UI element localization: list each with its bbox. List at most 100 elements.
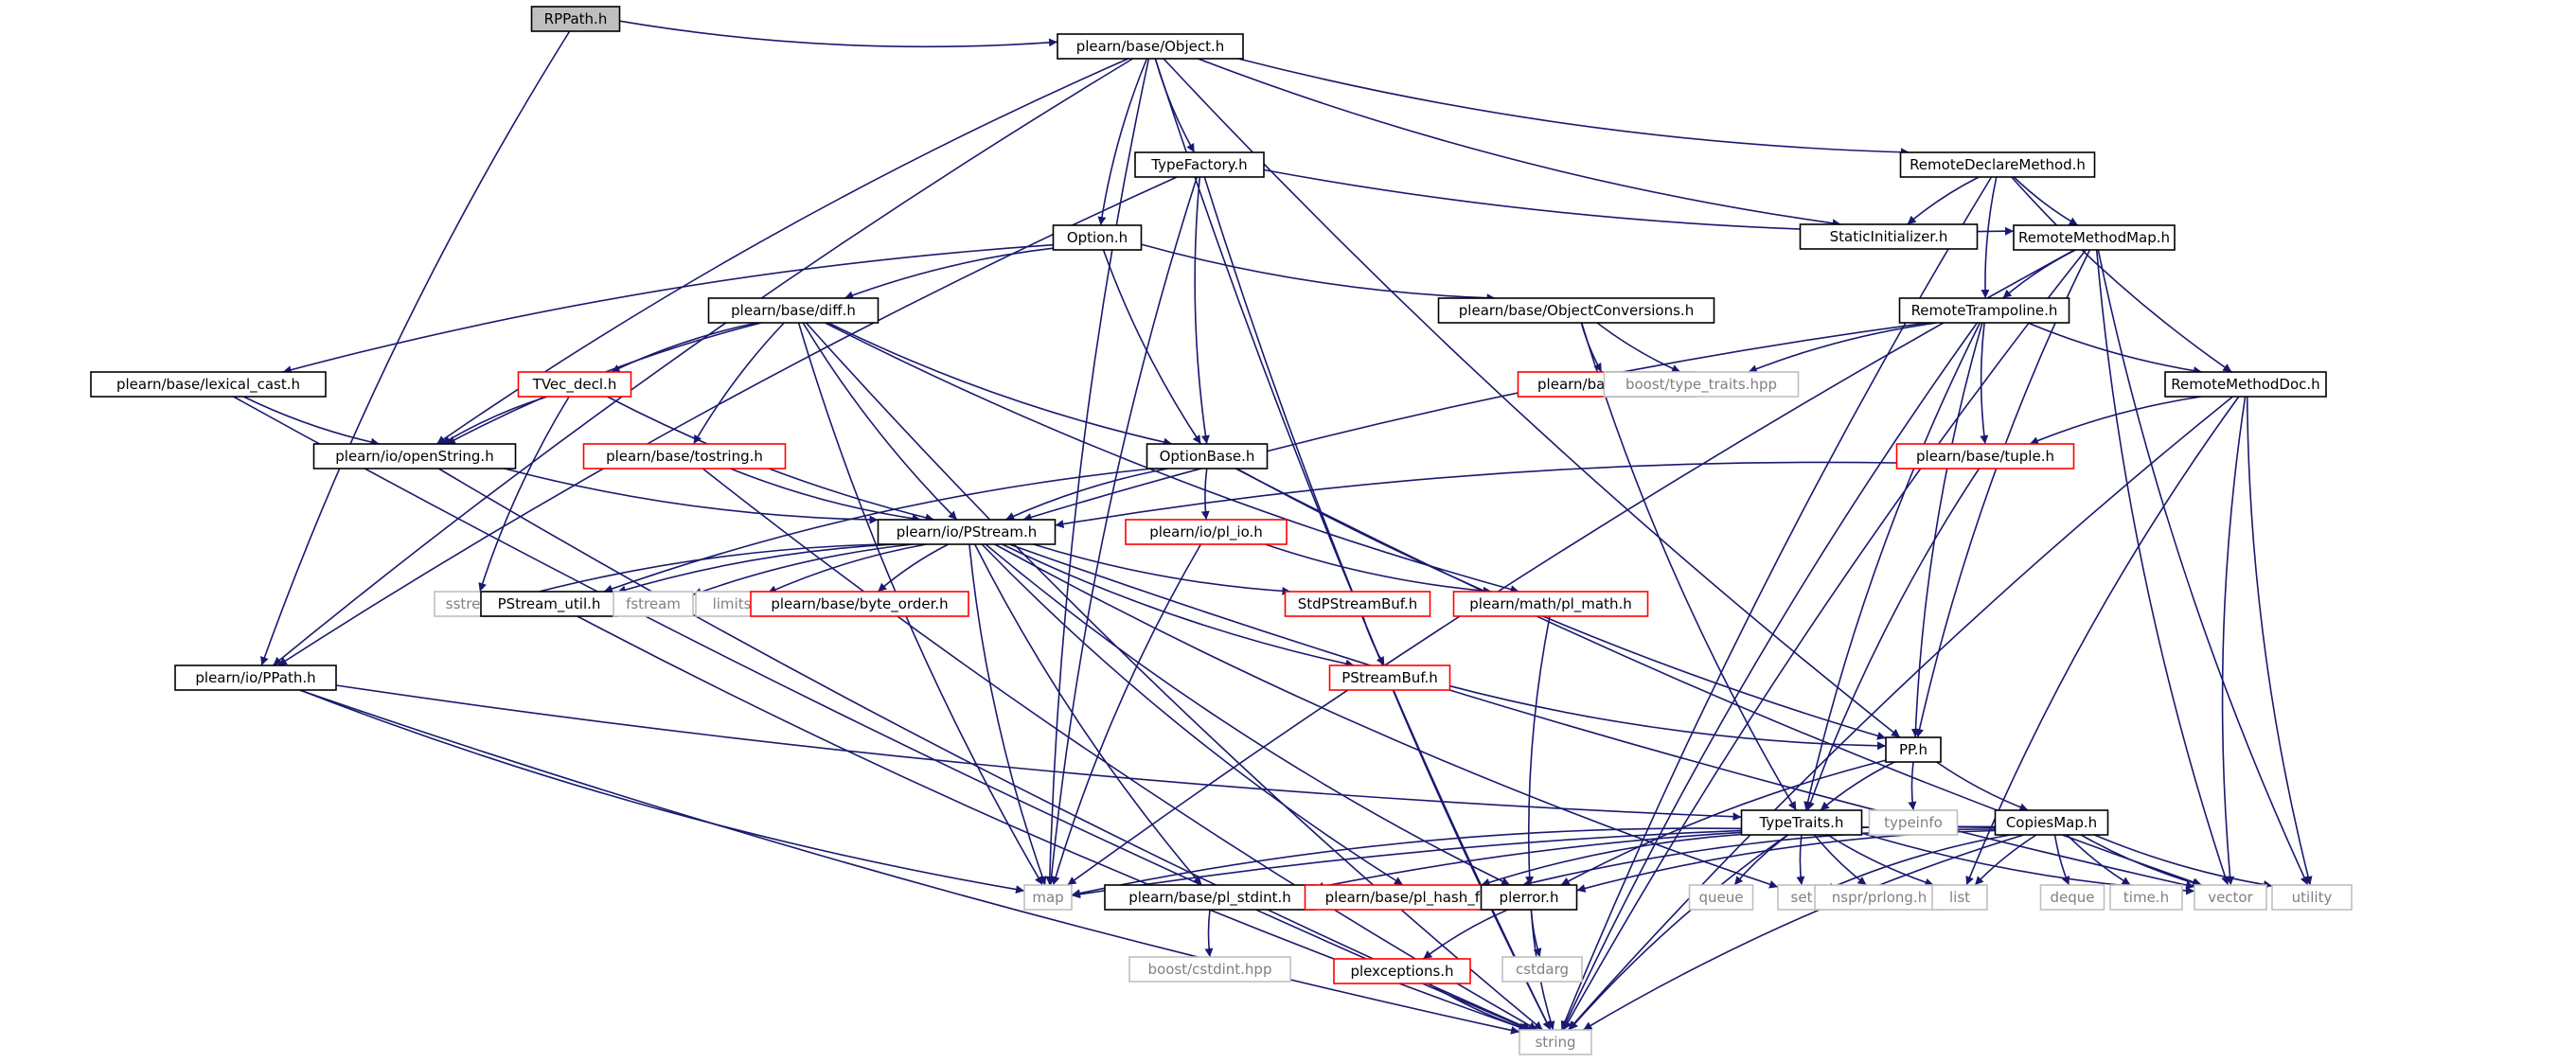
node-optionbase[interactable]: OptionBase.h [1146,443,1269,469]
edge-line [1067,249,2075,886]
node-option[interactable]: Option.h [1052,224,1143,251]
edge-tvecdecl-to-sstream [478,396,570,593]
node-methoddoc[interactable]: RemoteMethodDoc.h [2164,371,2327,398]
edge-line [1422,909,1509,960]
node-pstreambuf: PStreamBuf.h [1328,664,1451,691]
node-pstream[interactable]: plearn/io/PStream.h [877,519,1057,545]
edge-pstream-to-fstream [692,543,914,596]
node-label: utility [2292,889,2333,906]
node-typefactory[interactable]: TypeFactory.h [1134,151,1265,178]
edge-line [282,243,1054,375]
edge-line [603,468,1153,594]
node-label: plearn/io/openString.h [335,448,493,465]
edge-line [805,322,1544,1031]
node-box [2194,884,2267,911]
node-deque: deque [2039,884,2105,911]
node-pstreamutil[interactable]: PStream_util.h [480,591,618,617]
node-box [90,371,327,398]
node-box [1333,958,1471,984]
node-pp[interactable]: PP.h [1885,736,1942,763]
edge-line [1806,468,1981,811]
edge-line [2221,396,2247,886]
edge-option-to-objconv [1141,243,1496,303]
node-stdint[interactable]: plearn/base/pl_stdint.h [1104,884,1316,911]
node-box [1480,884,1578,911]
node-fstream: fstream [613,591,694,617]
node-remotemethodmap[interactable]: RemoteMethodMap.h [2013,224,2176,251]
node-label: plearn/math/pl_math.h [1469,595,1631,613]
edge-line [1163,58,1901,738]
node-label: plearn/base/byte_order.h [771,595,948,613]
edge-openstring-to-string [437,468,1533,1031]
edge-typetraits-to-map [1071,827,1742,898]
node-trampoline[interactable]: RemoteTrampoline.h [1898,297,2070,324]
node-vector: vector [2194,884,2267,911]
node-openstring[interactable]: plearn/io/openString.h [312,443,517,469]
node-tostring: plearn/base/tostring.h [582,443,787,469]
node-label: RemoteMethodDoc.h [2171,376,2319,393]
node-object[interactable]: plearn/base/Object.h [1057,33,1244,60]
edge-typetraits-to-list [1827,834,1934,887]
edge-tostring-to-pstream [730,468,921,523]
node-objconv[interactable]: plearn/base/ObjectConversions.h [1437,297,1715,324]
node-boostcstdint: boost/cstdint.hpp [1128,956,1291,983]
edge-option-to-diff [844,247,1054,300]
edge-line [2246,396,2313,886]
edge-line [1563,249,2087,1031]
edge-copiesmap-to-utility [2093,834,2273,889]
node-box [1501,956,1583,983]
node-label: PStream_util.h [498,595,601,613]
edge-line [1263,168,2015,236]
edge-line [437,468,1533,1031]
edge-line [1102,249,1202,445]
node-remotedeclare[interactable]: RemoteDeclareMethod.h [1899,151,2096,178]
edge-pstream-to-set [994,543,1779,889]
edge-diff-to-plmath [825,322,1519,594]
node-copiesmap[interactable]: CopiesMap.h [1994,809,2109,836]
node-label: queue [1699,889,1744,906]
edge-line [1560,759,1887,886]
edge-pstream-to-pstreamutil [616,543,896,594]
edge-root-to-object [619,20,1058,48]
edge-ppath-to-string [299,689,1520,1035]
edge-option-to-optionbase [1102,249,1202,445]
edge-typetraits-to-hashfun [1481,833,1742,887]
node-box [312,443,517,469]
edge-line [2066,834,2131,886]
edge-line [513,543,883,600]
node-diff[interactable]: plearn/base/diff.h [707,297,879,324]
edge-lexical-to-string [233,396,1531,1031]
node-label: fstream [626,595,681,612]
edge-diff-to-tostring [693,322,785,445]
node-ppath[interactable]: plearn/io/PPath.h [174,664,337,691]
edge-pstream-to-stdint [973,543,1202,886]
node-label: plearn/base/Object.h [1076,38,1225,55]
edge-typetraits-to-prlong [1813,834,1867,886]
node-label: CopiesMap.h [2006,814,2097,831]
node-plerror[interactable]: plerror.h [1480,884,1578,911]
node-utility: utility [2271,884,2353,911]
edge-ppath-to-map [299,689,1025,895]
edge-line [802,322,958,521]
edge-line [1980,322,1989,445]
node-label: nspr/prlong.h [1832,889,1927,906]
node-map: map [1023,884,1073,911]
edge-plerror-to-plexceptions [1422,909,1509,960]
node-label: plerror.h [1500,889,1559,906]
node-staticinit[interactable]: StaticInitializer.h [1799,223,1979,250]
node-lexical[interactable]: plearn/base/lexical_cast.h [90,371,327,398]
node-typetraits[interactable]: TypeTraits.h [1740,809,1863,836]
node-box [1868,809,1959,836]
edge-diff-to-optionbase [827,322,1173,447]
node-label: plearn/io/PPath.h [195,669,315,686]
node-label: typeinfo [1884,814,1943,831]
node-box [1799,223,1979,250]
edge-typetraits-to-vector [1861,832,2195,895]
edge-line [299,689,1025,895]
edge-trampoline-to-tuple [1980,322,1989,445]
edge-line [504,468,879,524]
edge-line [1033,543,1291,595]
node-box [1603,371,1800,398]
node-box [1814,884,1945,911]
node-plio: plearn/io/pl_io.h [1125,519,1288,545]
